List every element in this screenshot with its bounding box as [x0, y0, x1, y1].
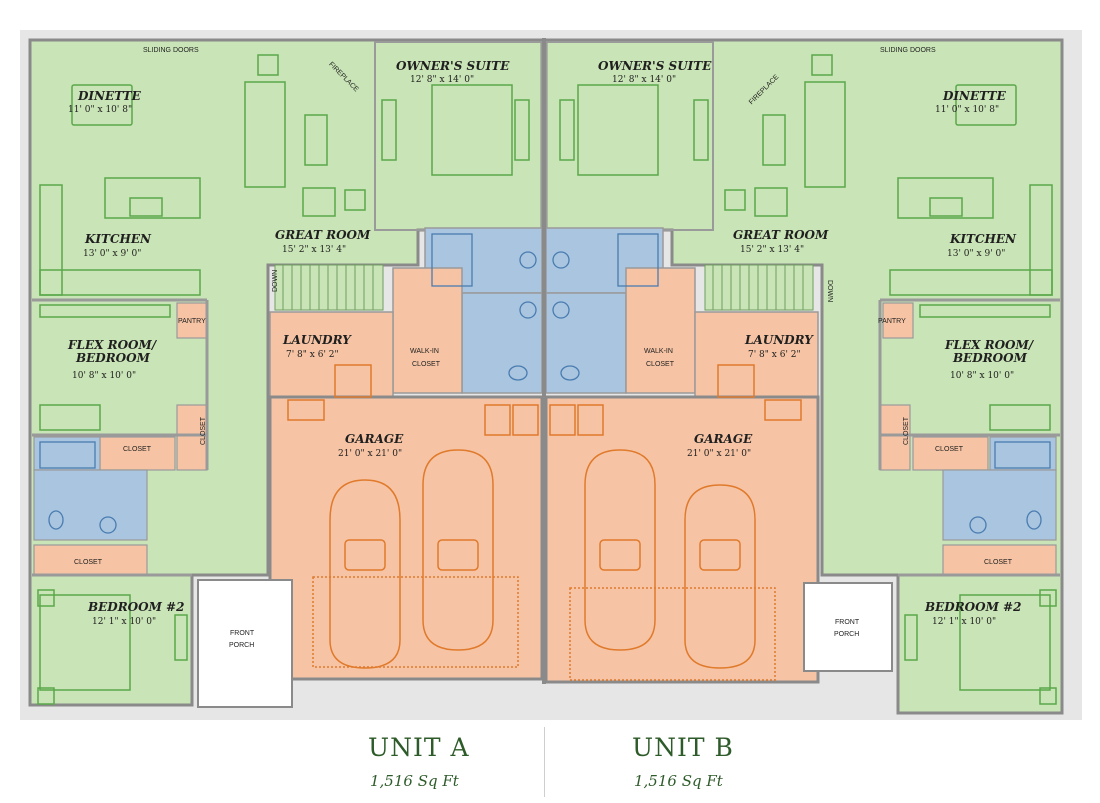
closet-label-bedroom2: CLOSET [74, 559, 103, 566]
hall-bath [33, 469, 148, 541]
bedroom2-title: BEDROOM #2 [87, 600, 184, 614]
closet-label-vertical-b: CLOSET [903, 416, 910, 445]
flex-room-title-1-b: FLEX ROOM/ [944, 338, 1035, 352]
bedroom2-dim: 12' 1" x 10' 0" [92, 617, 156, 627]
walk-in-closet-area [392, 267, 463, 394]
sliding-doors-label-b: SLIDING DOORS [880, 47, 936, 54]
laundry-area [269, 311, 394, 398]
garage-area [268, 395, 544, 681]
pantry-label: PANTRY [178, 318, 206, 325]
front-porch-label-1: FRONT [230, 630, 255, 637]
kitchen-title: KITCHEN [84, 232, 152, 246]
owners-suite-dim-b: 12' 8" x 14' 0" [612, 75, 676, 85]
laundry-title-b: LAUNDRY [744, 333, 814, 347]
owners-suite-dim: 12' 8" x 14' 0" [410, 75, 474, 85]
dinette-dim-b: 11' 0" x 10' 8" [935, 105, 999, 115]
flex-room-dim-b: 10' 8" x 10' 0" [950, 371, 1014, 381]
unit-a-title: UNIT A [368, 733, 470, 762]
owners-suite-title: OWNER'S SUITE [396, 59, 510, 73]
kitchen-dim: 13' 0" x 9' 0" [83, 249, 141, 259]
walk-in-label-1: WALK-IN [410, 348, 439, 355]
closet-label-vertical: CLOSET [200, 416, 207, 445]
kitchen-title-b: KITCHEN [949, 232, 1017, 246]
furniture-a [37, 54, 530, 705]
down-label: DOWN [272, 270, 279, 292]
walk-in-closet-area-b [625, 267, 696, 394]
hall-bath-b [942, 469, 1057, 541]
pantry-label-b: PANTRY [878, 318, 906, 325]
unit-divider [544, 727, 545, 797]
walk-in-label-2: CLOSET [412, 361, 441, 368]
closet-label-bedroom2-b: CLOSET [984, 559, 1013, 566]
front-porch-label-2-b: PORCH [834, 631, 859, 638]
unit-b-title: UNIT B [632, 733, 734, 762]
front-porch-label-2: PORCH [229, 642, 254, 649]
garage-area-b [544, 395, 820, 684]
great-room-title: GREAT ROOM [275, 228, 371, 242]
furniture-b [559, 54, 1057, 705]
bedroom2-closet [33, 544, 148, 576]
hall-closet-b [912, 436, 989, 471]
flex-room-title-2: BEDROOM [75, 351, 151, 365]
laundry-area-b [694, 311, 819, 398]
bath-fixtures-a [39, 233, 537, 534]
bedroom2-title-b: BEDROOM #2 [924, 600, 1021, 614]
garage-title: GARAGE [345, 432, 404, 446]
garage-fixtures-b [549, 364, 802, 681]
bedroom2-dim-b: 12' 1" x 10' 0" [932, 617, 996, 627]
garage-dim: 21' 0" x 21' 0" [338, 449, 402, 459]
hall-closet [99, 436, 176, 471]
garage-dim-b: 21' 0" x 21' 0" [687, 449, 751, 459]
bedroom2-closet-b [942, 544, 1057, 576]
bath-fixtures-b [552, 233, 1051, 534]
down-label-b: DOWN [826, 280, 833, 302]
great-room-dim-b: 15' 2" x 13' 4" [740, 245, 804, 255]
great-room-title-b: GREAT ROOM [733, 228, 829, 242]
pantry-area-b [882, 302, 914, 339]
owners-suite-title-b: OWNER'S SUITE [598, 59, 712, 73]
dinette-title-b: DINETTE [942, 89, 1007, 103]
laundry-dim: 7' 8" x 6' 2" [286, 350, 339, 360]
master-toilet-b [545, 292, 627, 394]
dinette-title: DINETTE [77, 89, 142, 103]
master-toilet [461, 292, 543, 394]
laundry-dim-b: 7' 8" x 6' 2" [748, 350, 801, 360]
unit-a-plan: SLIDING DOORS FIREPLACE DINETTE 11' 0" x… [28, 38, 544, 708]
front-porch-label-1-b: FRONT [835, 619, 860, 626]
dinette-dim: 11' 0" x 10' 8" [68, 105, 132, 115]
unit-b-plan: SLIDING DOORS FIREPLACE DINETTE 11' 0" x… [544, 38, 1064, 715]
sliding-doors-label: SLIDING DOORS [143, 47, 199, 54]
closet-label-b: CLOSET [935, 446, 964, 453]
laundry-title: LAUNDRY [282, 333, 352, 347]
pantry-area [176, 302, 208, 339]
walk-in-label-1-b: WALK-IN [644, 348, 673, 355]
flex-room-dim: 10' 8" x 10' 0" [72, 371, 136, 381]
flex-room-title-1: FLEX ROOM/ [67, 338, 158, 352]
walk-in-label-2-b: CLOSET [646, 361, 675, 368]
great-room-dim: 15' 2" x 13' 4" [282, 245, 346, 255]
kitchen-dim-b: 13' 0" x 9' 0" [947, 249, 1005, 259]
closet-label: CLOSET [123, 446, 152, 453]
flex-closet-vertical-b [879, 404, 911, 471]
flex-room-title-2-b: BEDROOM [952, 351, 1028, 365]
garage-fixtures-a [287, 364, 539, 669]
garage-title-b: GARAGE [694, 432, 753, 446]
stairs-b [704, 264, 814, 311]
front-porch-area [197, 579, 293, 708]
front-porch-area-b [803, 582, 893, 672]
stairs [274, 264, 384, 311]
unit-b-area: 1,516 Sq Ft [634, 772, 723, 790]
unit-a-area: 1,516 Sq Ft [370, 772, 459, 790]
